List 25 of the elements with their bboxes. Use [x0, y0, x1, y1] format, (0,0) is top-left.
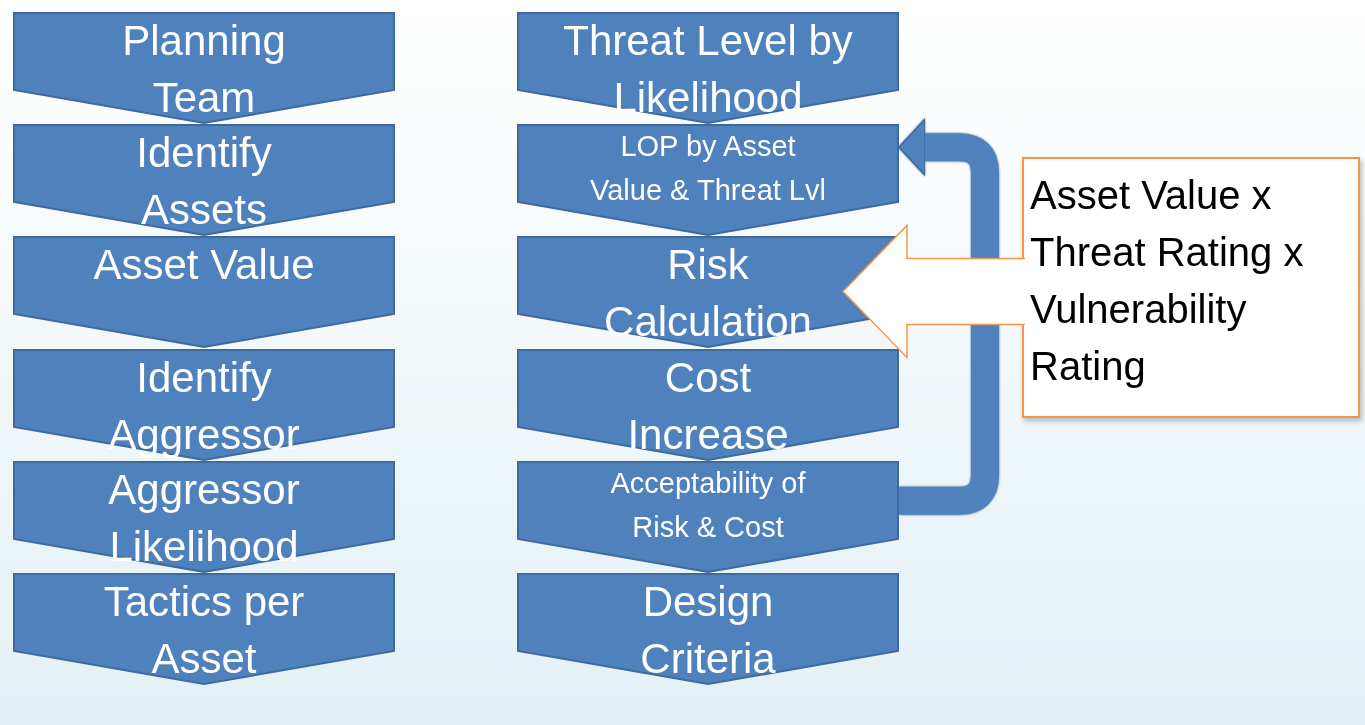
- chevron-step: [13, 124, 395, 237]
- feedback-arrow: [898, 118, 999, 515]
- step-label: Cost Increase: [626, 352, 790, 460]
- chevron-step: [517, 12, 899, 124]
- step-label: LOP by Asset Value & Threat Lvl: [589, 129, 827, 209]
- chevron-step: [13, 12, 395, 124]
- step-label: Threat Level by Likelihood: [562, 16, 854, 123]
- chevron-step: [13, 236, 395, 349]
- step-label: Tactics per Asset: [102, 577, 306, 684]
- step-label: Identify Assets: [135, 128, 273, 236]
- chevron-step: [13, 573, 395, 685]
- step-label: Design Criteria: [639, 577, 777, 684]
- chevron-step: [517, 348, 899, 461]
- step-label: Planning Team: [121, 16, 287, 123]
- step-label: Acceptability of Risk & Cost: [609, 465, 807, 545]
- step-label: Asset Value x Threat Rating x Vulnerability Rating: [1030, 172, 1305, 390]
- chevron-step: [517, 460, 899, 573]
- callout-box: [1022, 157, 1360, 418]
- block-arrow: [841, 223, 1026, 360]
- chevron-step: [517, 124, 899, 237]
- step-label: Aggressor Likelihood: [107, 464, 301, 572]
- chevron-step: [13, 460, 395, 573]
- step-label: Asset Value: [92, 240, 316, 291]
- chevron-step: [517, 573, 899, 685]
- step-label: Risk Calculation: [603, 240, 813, 348]
